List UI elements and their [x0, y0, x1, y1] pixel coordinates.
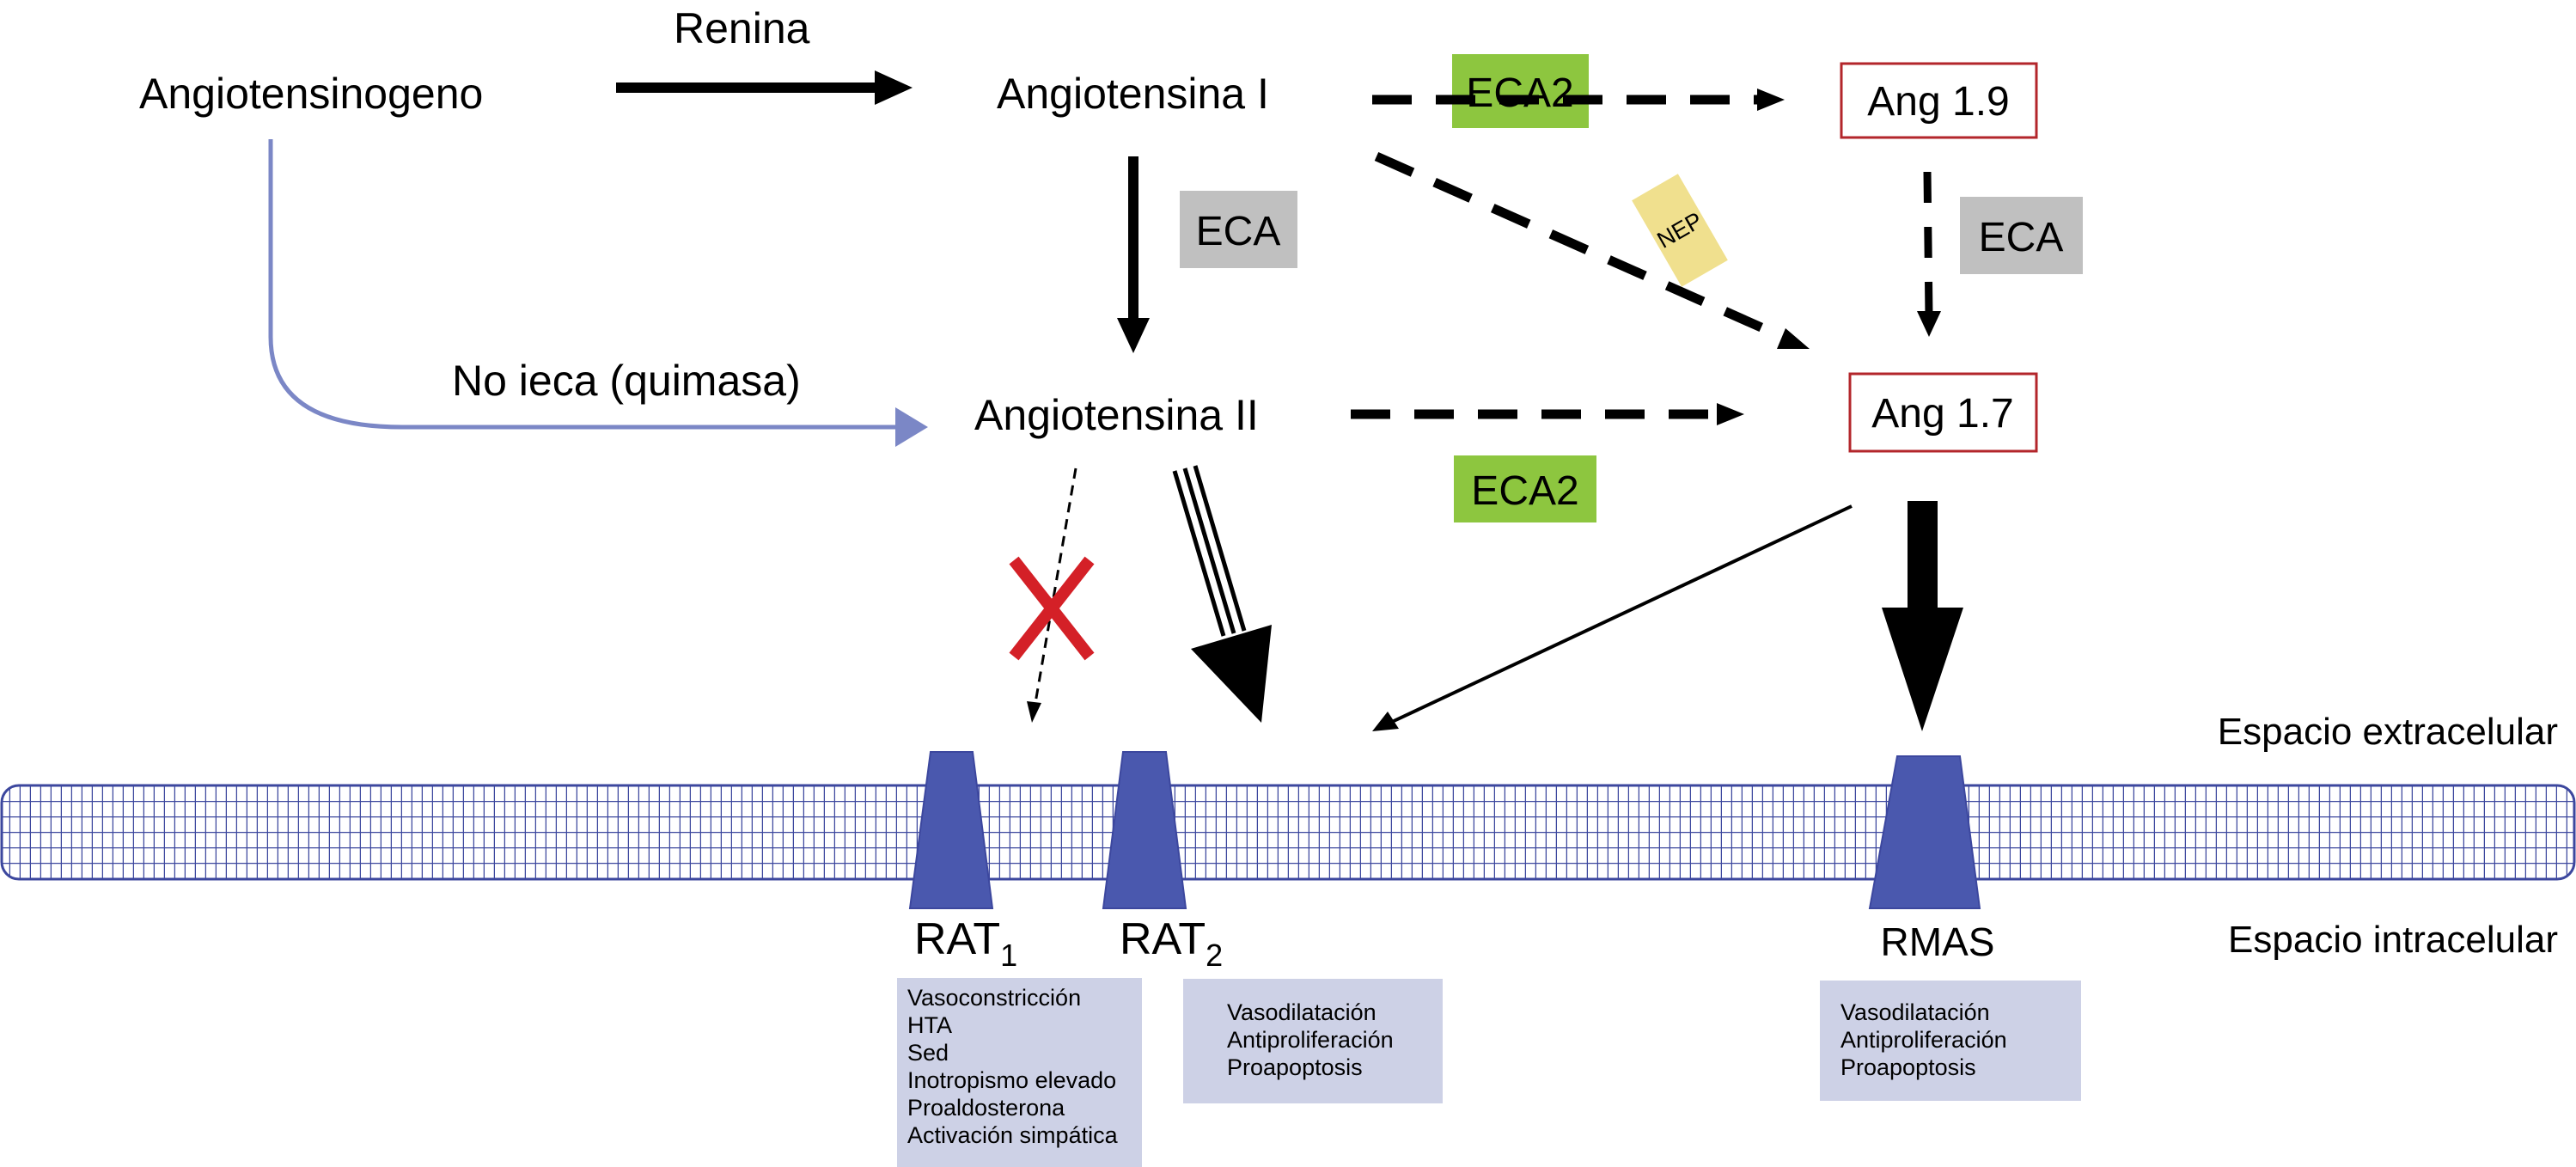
label-espacio-intracelular: Espacio intracelular	[2228, 919, 2558, 961]
arrow-ang-i-to-ang-1-7-nep	[1374, 151, 1810, 349]
receptor-rat2	[1102, 751, 1187, 909]
enzyme-renina: Renina	[674, 4, 810, 52]
ang-1-9-label: Ang 1.9	[1867, 79, 2009, 125]
arrow-ang-ii-to-ang-1-7	[1351, 403, 1744, 425]
svg-text:ECA: ECA	[1979, 215, 2064, 260]
svg-text:Vasoconstricción: Vasoconstricción	[907, 985, 1081, 1011]
receptor-label-rmas: RMAS	[1881, 920, 1995, 964]
node-angiotensina-i: Angiotensina I	[997, 70, 1269, 118]
node-ang-1-7: Ang 1.7	[1848, 372, 2038, 453]
enzyme-eca-top: ECA	[1180, 191, 1297, 268]
arrow-ang-1-7-to-rat2	[1372, 504, 1853, 731]
svg-text:Antiproliferación: Antiproliferación	[1840, 1027, 2007, 1053]
svg-text:Vasodilatación: Vasodilatación	[1227, 999, 1377, 1025]
blocked-x-icon	[1009, 556, 1095, 661]
svg-text:Activación simpática: Activación simpática	[907, 1122, 1119, 1148]
effects-rmas: Vasodilatación Antiproliferación Proapop…	[1820, 981, 2081, 1101]
cell-membrane	[0, 784, 2576, 881]
arrow-quimasa-path	[268, 139, 928, 447]
arrow-ang-i-to-ang-ii	[1117, 156, 1150, 353]
svg-text:ECA: ECA	[1196, 209, 1281, 254]
node-angiotensinogeno: Angiotensinogeno	[139, 70, 483, 118]
svg-text:Antiproliferación: Antiproliferación	[1227, 1027, 1394, 1053]
svg-text:Sed: Sed	[907, 1040, 949, 1066]
svg-text:Proapoptosis: Proapoptosis	[1227, 1054, 1363, 1080]
ang-1-7-label: Ang 1.7	[1871, 391, 2013, 437]
node-angiotensina-ii: Angiotensina II	[974, 391, 1259, 439]
effects-rat1: Vasoconstricción HTA Sed Inotropismo ele…	[897, 978, 1142, 1167]
effects-rat2: Vasodilatación Antiproliferación Proapop…	[1183, 979, 1443, 1103]
enzyme-nep: NEP	[1632, 174, 1728, 287]
svg-text:ECA2: ECA2	[1471, 468, 1578, 514]
node-ang-1-9: Ang 1.9	[1840, 62, 2038, 139]
svg-text:HTA: HTA	[907, 1012, 952, 1038]
enzyme-no-ieca: No ieca (quimasa)	[452, 357, 801, 405]
receptor-label-rat1: RAT1	[914, 914, 1017, 973]
receptor-rat1	[908, 751, 994, 909]
arrow-ang-1-7-to-rmas	[1882, 501, 1963, 731]
arrow-renina	[616, 70, 913, 105]
arrow-ang-i-to-ang-1-9	[1372, 89, 1785, 111]
enzyme-eca-right: ECA	[1960, 197, 2083, 274]
label-espacio-extracelular: Espacio extracelular	[2218, 711, 2558, 753]
svg-text:Inotropismo elevado: Inotropismo elevado	[907, 1067, 1116, 1093]
arrow-ang-1-9-to-ang-1-7	[1917, 171, 1941, 337]
arrow-ang-ii-to-rat2	[1172, 465, 1272, 723]
enzyme-eca2-bottom: ECA2	[1454, 455, 1596, 522]
svg-text:Proapoptosis: Proapoptosis	[1840, 1054, 1976, 1080]
receptor-rmas	[1868, 755, 1981, 909]
enzyme-eca2-top: ECA2	[1452, 54, 1589, 128]
receptor-label-rat2: RAT2	[1120, 914, 1223, 973]
svg-text:Proaldosterona: Proaldosterona	[907, 1095, 1065, 1121]
svg-text:ECA2: ECA2	[1466, 70, 1573, 116]
svg-text:Vasodilatación: Vasodilatación	[1840, 999, 1990, 1025]
arrow-ang-ii-to-rat1-blocked	[1027, 467, 1077, 723]
